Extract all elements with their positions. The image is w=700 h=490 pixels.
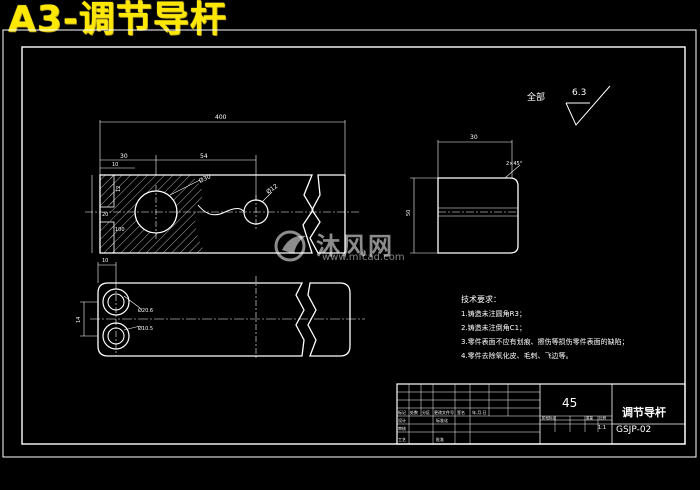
dim-plan-10: 10: [102, 258, 108, 264]
watermark-brand: 沐风网: [316, 232, 394, 260]
part-name: 调节导杆: [622, 405, 666, 419]
outer-border: [2, 29, 697, 458]
dim-12: 12: [116, 186, 122, 192]
hdr-cell-1: 标记: [398, 409, 406, 415]
dim-phi30: Ø30: [198, 173, 212, 185]
row-label-2: 审核: [398, 425, 406, 431]
title-block-text: 45 调节导杆 GSJP-02 1:1 标记 处数 分区 更改文件号 签名 年.…: [398, 396, 666, 442]
tech-item-2: 2.铸造未注倒角C1；: [461, 323, 526, 332]
dim-chamfer: 2×45°: [506, 161, 523, 167]
tech-item-1: 1.铸造未注圆角R3；: [461, 309, 526, 318]
scale-label: 比例: [599, 415, 607, 420]
roughness-value: 6.3: [572, 88, 586, 98]
title-block: [396, 383, 686, 445]
inner-border: [21, 46, 686, 445]
roughness-symbol: 全部 6.3: [527, 85, 611, 126]
dim-phi20-6: Ø20.6: [138, 307, 153, 314]
tech-heading: 技术要求：: [461, 294, 501, 304]
std-label: 标准化: [436, 417, 448, 423]
approve-label: 批准: [436, 436, 444, 442]
dim-phi12: Ø12: [265, 183, 279, 196]
dim-100: 100: [115, 227, 125, 233]
hdr-cell-4: 更改文件号: [434, 409, 454, 415]
tech-item-3: 3.零件表面不应有划痕、擦伤等损伤零件表面的缺陷；: [461, 337, 629, 346]
side-view: 30 2×45° 50: [406, 134, 523, 254]
page-title: A3-调节导杆: [8, 0, 227, 40]
front-view: 400 30 54 10 12 20 100 Ø30 Ø12: [85, 114, 360, 254]
watermark-logo-icon: [274, 230, 306, 262]
stage-label: 阶段标记: [542, 415, 556, 420]
dim-20: 20: [102, 212, 108, 218]
dim-50: 50: [406, 210, 412, 216]
dim-54: 54: [200, 153, 208, 160]
dim-side-30: 30: [470, 134, 478, 141]
dim-14: 14: [76, 317, 82, 323]
technical-requirements: 技术要求： 1.铸造未注圆角R3； 2.铸造未注倒角C1； 3.零件表面不应有划…: [461, 294, 629, 360]
material-value: 45: [562, 396, 577, 410]
roughness-label: 全部: [527, 91, 545, 103]
weight-label: 重量: [586, 415, 594, 420]
dim-overall-length: 400: [215, 114, 227, 121]
hdr-cell-3: 分区: [422, 409, 430, 415]
row-label-3: 工艺: [398, 437, 406, 442]
tech-item-4: 4.零件去除氧化皮、毛刺、飞边等。: [461, 351, 573, 360]
hdr-cell-6: 年.月.日: [472, 409, 487, 415]
dim-10-top: 10: [112, 162, 118, 168]
hdr-cell-2: 处数: [410, 409, 418, 415]
scale-value: 1:1: [598, 425, 606, 431]
drawing-number: GSJP-02: [616, 425, 651, 435]
dim-30: 30: [120, 153, 128, 160]
row-label-1: 设计: [398, 417, 406, 423]
plan-view: 10 14 Ø20.6 Ø10.5: [76, 258, 365, 360]
hdr-cell-5: 签名: [457, 409, 465, 415]
watermark-url: www.mfcad.com: [322, 252, 405, 263]
dim-phi10-5: Ø10.5: [138, 325, 153, 332]
